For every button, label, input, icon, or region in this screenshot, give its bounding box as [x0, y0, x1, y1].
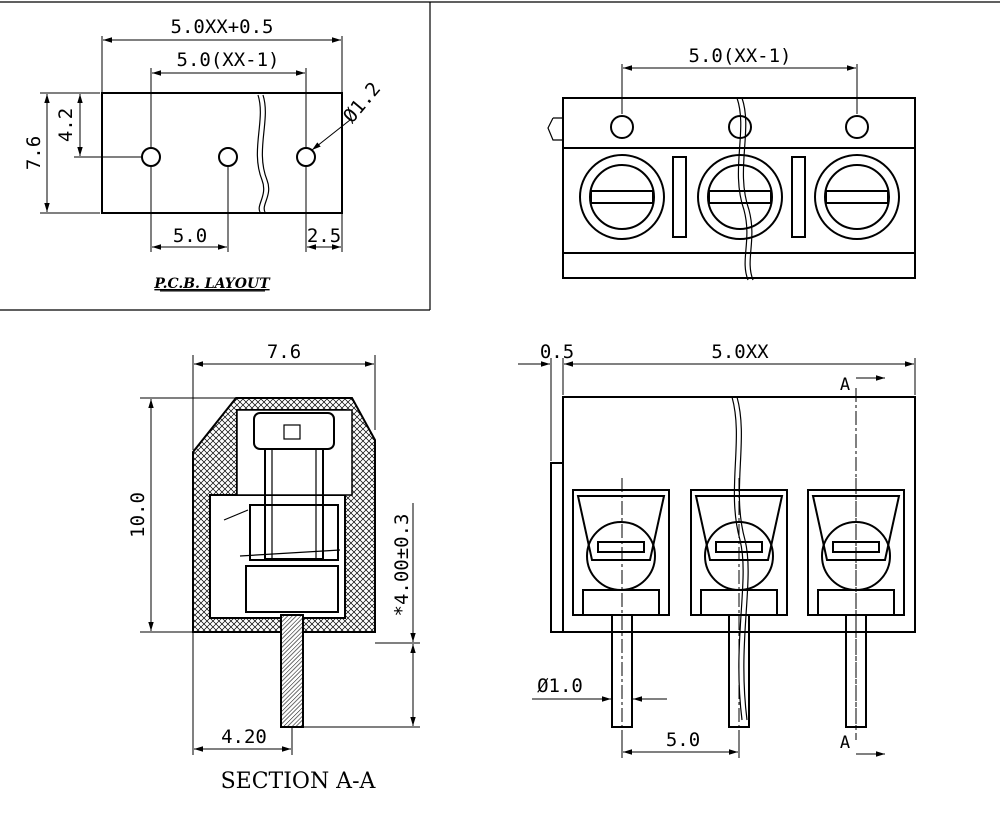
screw-1 [579, 154, 665, 240]
section-marker-bottom: A [840, 733, 850, 753]
screw-3 [814, 154, 900, 240]
dim-pitch: 5.0 [173, 225, 207, 247]
dim-hole-offset: 4.2 [55, 108, 77, 142]
drawing-frame [0, 1, 1000, 311]
wire-opening-1 [572, 489, 670, 616]
dim-pitch-total: 5.0(XX-1) [177, 49, 280, 71]
pcb-hole-1 [141, 147, 161, 167]
section-view: 7.6 10.0 *4.00±0.3 4.20 SECTION A-A [127, 341, 420, 794]
section-marker-top: A [840, 375, 850, 395]
front-dim-pin-diameter: Ø1.0 [537, 675, 583, 697]
pcb-layout-view: 5.0XX+0.5 5.0(XX-1) Ø1.2 7.6 4.2 5.0 2.5… [23, 16, 385, 292]
front-view: 0.5 5.0XX A A Ø1.0 5.0 [518, 341, 916, 758]
pcb-layout-title: P.C.B. LAYOUT [153, 276, 271, 292]
section-dim-pin-offset: 4.20 [221, 726, 267, 748]
dim-hole-diameter: Ø1.2 [339, 78, 385, 127]
dim-edge-offset: 2.5 [307, 225, 341, 247]
pcb-hole-3 [296, 147, 316, 167]
pcb-hole-2 [218, 147, 238, 167]
section-dim-height: 10.0 [127, 492, 149, 538]
front-dim-wall: 0.5 [540, 341, 574, 363]
section-dim-pin-length: *4.00±0.3 [391, 514, 413, 617]
section-caption: SECTION A-A [221, 769, 377, 794]
top-dim-pitch-total: 5.0(XX-1) [689, 45, 792, 67]
top-view: 5.0(XX-1) [547, 45, 916, 281]
dim-total-width: 5.0XX+0.5 [171, 16, 274, 38]
front-dim-pitch: 5.0 [666, 729, 700, 751]
pin-section [280, 614, 304, 728]
front-dim-total-width: 5.0XX [711, 341, 769, 363]
section-dim-width: 7.6 [267, 341, 301, 363]
dim-height: 7.6 [23, 136, 45, 170]
